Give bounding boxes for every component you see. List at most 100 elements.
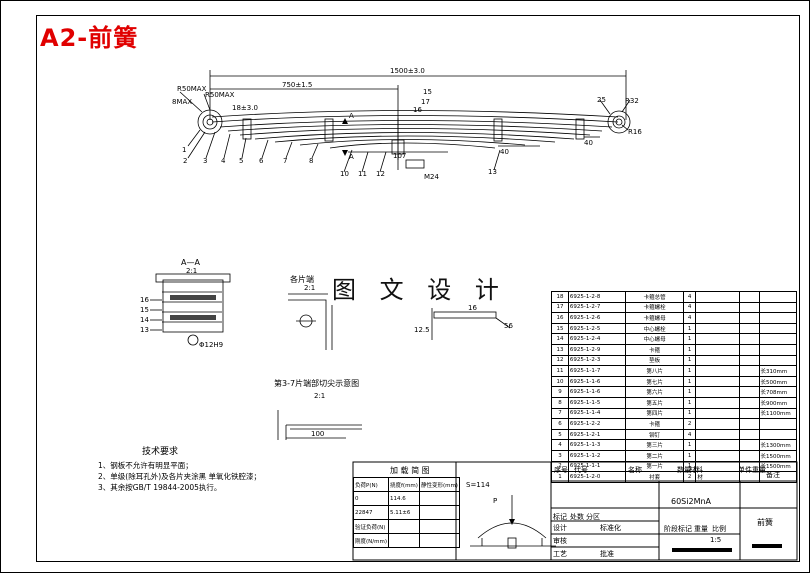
tech-item-2: 2、单级(除耳孔外)及各片夹涂黑 单氧化铁腔漆； [98, 472, 262, 481]
sketch-dim: 100 [311, 430, 325, 438]
callout-6: 6 [259, 157, 264, 165]
table-cell [695, 449, 741, 462]
dim-r32: R32 [625, 97, 639, 105]
table-cell [695, 418, 741, 430]
table-cell: 2 [551, 460, 569, 473]
table-cell: 10 [551, 375, 569, 388]
section-view-label: A—A [181, 258, 200, 267]
table-cell: 第三片 [625, 439, 684, 451]
table-cell: 4 [682, 312, 697, 324]
dim-40: 40 [500, 148, 509, 156]
table-cell [739, 301, 760, 314]
table-cell: 1 [551, 471, 569, 483]
table-cell: 卡箍螺栓 [625, 301, 684, 314]
table-cell: 长708mm [758, 386, 797, 398]
table-cell [739, 322, 760, 335]
watermark-text: 图 文 设 计 [328, 270, 511, 305]
callout-16: 16 [413, 106, 422, 114]
table-cell: 1 [682, 375, 697, 388]
table-cell [695, 428, 741, 441]
table-cell [758, 354, 797, 367]
table-cell [695, 375, 741, 388]
section-mark-bottom: A [349, 153, 354, 161]
table-cell [758, 322, 797, 335]
table-cell: 6925-1-2-4 [567, 333, 627, 345]
table-cell [695, 386, 741, 398]
bom-header-note: 备注 [766, 471, 780, 479]
table-cell [695, 396, 741, 409]
table-cell [739, 312, 760, 324]
dim-half-length: 750±1.5 [282, 81, 313, 89]
dim-total-length: 1500±3.0 [390, 67, 425, 75]
table-cell: 长1500mm [758, 449, 797, 462]
table-row: 负荷P(N) 挠度f(mm) 静性变形(mm) [353, 477, 460, 492]
tech-item-1: 1、钢板不允许有明显平面； [98, 461, 193, 470]
callout-3: 3 [203, 157, 208, 165]
tb-label-approve: 批准 [600, 550, 614, 558]
table-cell: 长310mm [758, 365, 797, 377]
dim-18: 18±3.0 [232, 104, 258, 112]
table-cell: 17 [551, 301, 569, 314]
table-cell: 6925-1-1-5 [567, 396, 627, 409]
table-cell [695, 333, 741, 345]
tech-heading: 技术要求 [142, 447, 179, 457]
tb-label-design: 设计 [553, 524, 567, 532]
table-cell: 1 [682, 386, 697, 398]
table-cell: 6925-1-2-8 [567, 291, 627, 303]
tb-label-review: 审核 [553, 537, 567, 545]
table-cell: 卡箍总管 [625, 291, 684, 303]
table-cell: 1 [682, 322, 697, 335]
tip-dim-2: 12.5 [414, 326, 430, 334]
tb-label-count: 处数 [570, 513, 584, 521]
table-cell: 长1300mm [758, 439, 797, 451]
tech-item-3: 3、其余按GB/T 19844-2005执行。 [98, 483, 222, 492]
table-cell [695, 322, 741, 335]
table-cell: 6925-1-2-5 [567, 322, 627, 335]
table-cell: 卡箍 [625, 418, 684, 430]
leaves-end-scale: 2:1 [304, 284, 316, 292]
dim-40b: 40 [584, 139, 593, 147]
dim-r16: R16 [628, 128, 642, 136]
table-cell: 中心螺母 [625, 333, 684, 345]
dim-r50-a: R50MAX [177, 85, 207, 93]
callout-10: 10 [340, 170, 349, 178]
table-cell [695, 312, 741, 324]
table-cell [739, 449, 760, 462]
table-cell [758, 333, 797, 345]
tb-label-standard: 标准化 [600, 524, 621, 532]
table-cell [739, 365, 760, 377]
table-cell [739, 418, 760, 430]
table-cell: 6925-1-1-6 [567, 386, 627, 398]
table-cell: 18 [551, 291, 569, 303]
tb-stage-label: 阶段标记 [664, 525, 692, 533]
table-cell: 2 [682, 471, 697, 483]
tb-sheet-ratio: 1:5 [710, 536, 722, 544]
table-cell: 8 [551, 396, 569, 409]
table-cell [758, 291, 797, 303]
table-cell: 9 [551, 386, 569, 398]
part-name: 前簧 [757, 518, 773, 527]
table-cell [739, 428, 760, 441]
bom-header-name: 名称 [628, 466, 642, 474]
pin-label: M24 [424, 173, 439, 181]
table-cell: 6 [551, 418, 569, 430]
table-cell: 垫板 [625, 354, 684, 367]
section-view-scale: 2:1 [186, 267, 198, 275]
table-cell: 长1500mm [758, 460, 797, 473]
callout-4: 4 [221, 157, 226, 165]
table-cell: 12 [551, 354, 569, 367]
